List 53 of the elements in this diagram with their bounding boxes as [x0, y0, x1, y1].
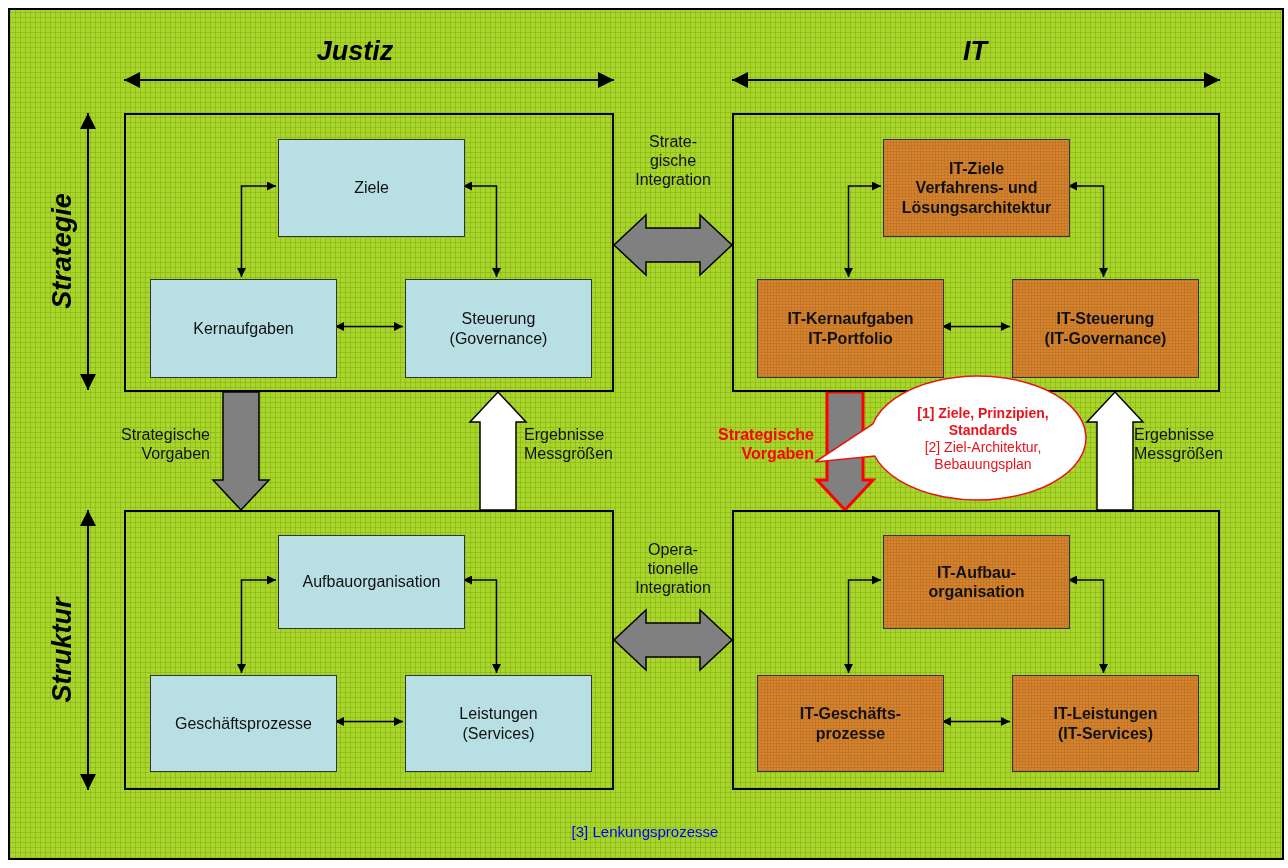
arrow — [237, 181, 277, 278]
process-box — [150, 279, 337, 378]
it-process-box — [883, 535, 1070, 629]
callout-text: [1] Ziele, Prinzipien, Standards — [916, 405, 1050, 439]
panel-frame — [732, 113, 1220, 392]
box-label: Steuerung (Governance) — [448, 309, 549, 348]
it-process-box — [1012, 675, 1199, 772]
edge-label: Opera- tionelle Integration — [634, 540, 712, 598]
box-label: Leistungen (Services) — [458, 704, 539, 743]
block-arrow — [612, 608, 734, 672]
row-heading: Struktur — [46, 597, 78, 703]
edge-label: Strategische Vorgaben — [120, 425, 210, 464]
box-label: IT-Ziele — [948, 159, 1005, 179]
box-label: Verfahrens- und Lösungsarchitektur — [900, 178, 1053, 217]
panel-frame — [124, 113, 614, 392]
process-box — [150, 675, 337, 772]
box-label: (IT-Governance) — [1044, 328, 1167, 348]
it-process-box — [757, 675, 944, 772]
column-heading: Justiz — [315, 36, 395, 67]
box-label: Ziele — [354, 178, 389, 198]
it-process-box — [757, 279, 944, 378]
edge-label: Strate- gische Integration — [634, 132, 712, 190]
box-label: IT-Geschäfts- prozesse — [798, 704, 903, 743]
row-heading: Strategie — [46, 193, 78, 309]
box-label: IT-Steuerung — [1056, 309, 1155, 329]
box-label: IT-Kernaufgaben — [787, 309, 914, 329]
process-box — [278, 535, 465, 629]
callout-text: [2] Ziel-Architektur, Bebauungsplan — [923, 439, 1043, 473]
process-box — [278, 139, 465, 237]
arrow — [844, 575, 882, 674]
box-label: Aufbauorganisation — [302, 572, 441, 592]
block-arrow — [211, 391, 271, 512]
block-arrow — [468, 390, 528, 511]
arrow — [237, 575, 277, 674]
edge-label: Ergebnisse Messgrößen — [1134, 425, 1224, 464]
panel-frame — [124, 510, 614, 790]
box-label: Kernaufgaben — [193, 318, 294, 339]
footer-note: [3] Lenkungsprozesse — [570, 823, 720, 840]
arrow — [844, 181, 882, 278]
column-heading: IT — [962, 36, 990, 67]
process-box — [405, 675, 592, 772]
box-label: IT-Aufbau- organisation — [927, 562, 1026, 602]
edge-label: Strategische Vorgaben — [716, 425, 814, 464]
box-label: Geschäftsprozesse — [175, 713, 312, 734]
panel-frame — [732, 510, 1220, 790]
it-process-box — [883, 139, 1070, 237]
block-arrow — [1085, 390, 1145, 511]
it-process-box — [1012, 279, 1199, 378]
process-box — [405, 279, 592, 378]
edge-label: Ergebnisse Messgrößen — [524, 425, 614, 464]
box-label: IT-Portfolio — [808, 328, 893, 348]
box-label: IT-Leistungen (IT-Services) — [1052, 704, 1159, 743]
block-arrow — [612, 213, 734, 277]
